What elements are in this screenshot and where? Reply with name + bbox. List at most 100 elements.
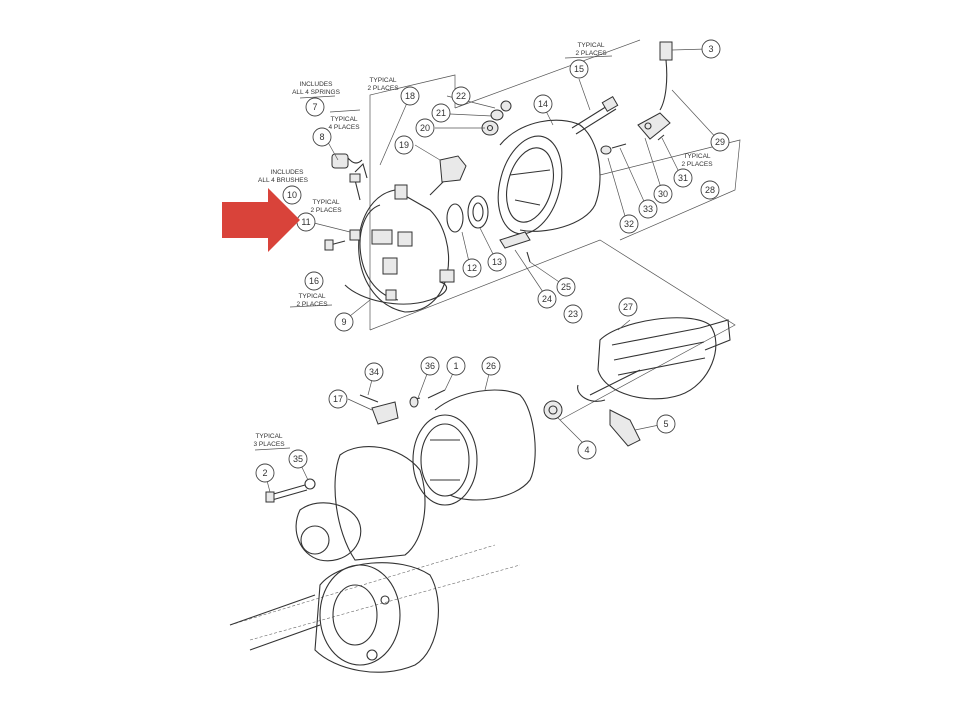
callout-15: 15 [569, 59, 589, 79]
svg-text:4: 4 [584, 445, 589, 455]
bolt-2 [265, 478, 316, 503]
svg-text:TYPICAL: TYPICAL [683, 153, 710, 160]
callout-20: 20 [415, 118, 435, 138]
callout-27: 27 [618, 297, 638, 317]
svg-text:27: 27 [623, 302, 633, 312]
svg-text:2: 2 [262, 468, 267, 478]
callout-4: 4 [577, 440, 597, 460]
callout-26: 26 [481, 356, 501, 376]
svg-text:19: 19 [399, 140, 409, 150]
svg-text:2 PLACES: 2 PLACES [367, 85, 399, 92]
callout-34: 34 [364, 362, 384, 382]
note-typical-2-places-28: TYPICAL 2 PLACES [681, 153, 713, 168]
svg-text:TYPICAL: TYPICAL [369, 77, 396, 84]
bracket-17 [359, 389, 446, 425]
highlight-arrow-icon [222, 188, 300, 252]
callout-24: 24 [537, 289, 557, 309]
callout-13: 13 [487, 252, 507, 272]
svg-text:14: 14 [538, 99, 548, 109]
through-bolt-15 [571, 95, 619, 135]
svg-text:3 PLACES: 3 PLACES [253, 441, 285, 448]
callout-14: 14 [533, 94, 553, 114]
svg-text:TYPICAL: TYPICAL [298, 293, 325, 300]
callout-11: 11 [296, 212, 316, 232]
note-typical-2-places-11: TYPICAL 2 PLACES [310, 199, 342, 214]
svg-text:7: 7 [312, 102, 317, 112]
callout-29: 29 [710, 132, 730, 152]
drive-housing [229, 446, 439, 673]
callout-9: 9 [334, 312, 354, 332]
svg-text:31: 31 [678, 173, 688, 183]
pinion-gear-4 [543, 400, 563, 420]
svg-text:17: 17 [333, 394, 343, 404]
callout-28: 28 [700, 180, 720, 200]
terminal-lead [637, 41, 673, 140]
callout-12: 12 [462, 258, 482, 278]
svg-text:TYPICAL: TYPICAL [330, 116, 357, 123]
callout-18: 18 [400, 86, 420, 106]
bearing-cluster [446, 195, 489, 233]
svg-text:2 PLACES: 2 PLACES [310, 207, 342, 214]
armature-27 [577, 317, 731, 402]
svg-text:23: 23 [568, 309, 578, 319]
note-typical-2-places-15: TYPICAL 2 PLACES [575, 42, 607, 57]
note-typical-2-places-18: TYPICAL 2 PLACES [367, 77, 399, 92]
svg-text:1: 1 [453, 361, 458, 371]
note-typical-3-places: TYPICAL 3 PLACES [253, 433, 285, 448]
callout-2: 2 [255, 463, 275, 483]
note-brackets [254, 55, 613, 451]
svg-text:3: 3 [708, 44, 713, 54]
callout-5: 5 [656, 414, 676, 434]
brush-plate [344, 184, 455, 313]
svg-text:15: 15 [574, 64, 584, 74]
terminal-hardware [600, 134, 665, 155]
field-housing-26 [412, 389, 536, 506]
callout-23: 23 [563, 304, 583, 324]
end-frame-14 [497, 119, 601, 235]
callout-17: 17 [328, 389, 348, 409]
callout-3: 3 [701, 39, 721, 59]
svg-text:5: 5 [663, 419, 668, 429]
svg-text:2 PLACES: 2 PLACES [296, 301, 328, 308]
callout-8: 8 [312, 127, 332, 147]
callout-19: 19 [394, 135, 414, 155]
callout-31: 31 [673, 168, 693, 188]
callout-21: 21 [431, 103, 451, 123]
svg-text:34: 34 [369, 367, 379, 377]
callout-25: 25 [556, 277, 576, 297]
svg-text:11: 11 [301, 217, 310, 227]
svg-text:9: 9 [341, 317, 346, 327]
callout-1: 1 [446, 356, 466, 376]
svg-text:35: 35 [293, 454, 303, 464]
svg-text:33: 33 [643, 204, 653, 214]
brush-springs [331, 153, 368, 179]
svg-text:18: 18 [405, 91, 415, 101]
svg-text:25: 25 [561, 282, 571, 292]
callout-30: 30 [653, 184, 673, 204]
svg-text:INCLUDES: INCLUDES [300, 81, 334, 88]
callout-16: 16 [304, 271, 324, 291]
svg-text:2 PLACES: 2 PLACES [575, 50, 607, 57]
svg-text:36: 36 [425, 361, 435, 371]
svg-text:28: 28 [705, 185, 715, 195]
svg-text:8: 8 [319, 132, 324, 142]
svg-text:24: 24 [542, 294, 552, 304]
svg-text:22: 22 [456, 91, 466, 101]
svg-text:2 PLACES: 2 PLACES [681, 161, 713, 168]
svg-text:TYPICAL: TYPICAL [255, 433, 282, 440]
screw-19 [429, 155, 467, 196]
callout-32: 32 [619, 214, 639, 234]
callout-22: 22 [451, 86, 471, 106]
screws-small [324, 173, 361, 251]
svg-text:21: 21 [436, 108, 446, 118]
svg-text:ALL 4 SPRINGS: ALL 4 SPRINGS [292, 89, 340, 96]
svg-text:4 PLACES: 4 PLACES [328, 124, 360, 131]
callout-7: 7 [305, 97, 325, 117]
callout-33: 33 [638, 199, 658, 219]
callout-10: 10 [282, 185, 302, 205]
callout-13-text: 13 [492, 257, 502, 267]
note-typical-4-places: TYPICAL 4 PLACES [328, 116, 360, 131]
svg-text:20: 20 [420, 123, 430, 133]
svg-text:32: 32 [624, 219, 634, 229]
